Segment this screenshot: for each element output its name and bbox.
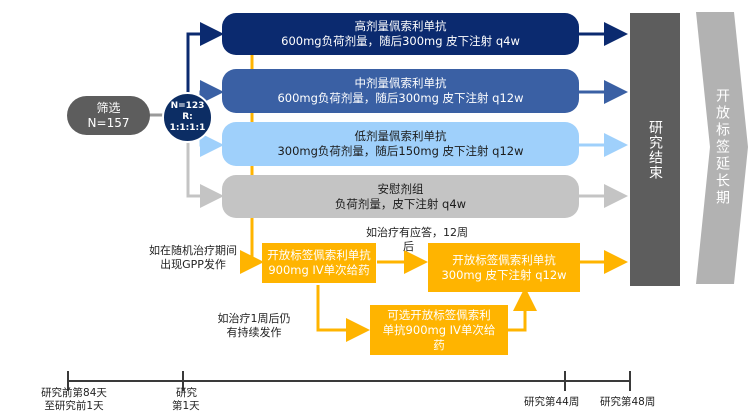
study-end-bar: 研究结束: [630, 13, 680, 286]
study-end-label: 研究结束: [647, 119, 663, 180]
arm-high-connector: [186, 22, 224, 99]
flare-condition-label: 如在随机治疗期间 出现GPP发作: [149, 244, 237, 271]
arm-high-title: 高剂量佩索利单抗: [354, 19, 447, 33]
arm-low-dose: 低剂量佩索利单抗 300mg负荷剂量，随后150mg 皮下注射 q12w: [222, 122, 579, 166]
arm-placebo-connector: [186, 131, 224, 208]
open-label-sc-title: 开放标签佩索利单抗: [452, 252, 556, 267]
randomization-n: N=123: [170, 101, 205, 111]
response-condition-label: 如治疗有应答，12周 后: [366, 226, 468, 253]
arm-high-regimen: 600mg负荷剂量，随后300mg 皮下注射 q4w: [281, 34, 520, 48]
arm-low-title: 低剂量佩索利单抗: [354, 129, 447, 143]
randomization-ratio: 1:1:1:1: [169, 123, 206, 133]
arm-high-dose: 高剂量佩索利单抗 600mg负荷剂量，随后300mg 皮下注射 q4w: [222, 13, 579, 55]
arm-low-regimen: 300mg负荷剂量，随后150mg 皮下注射 q12w: [277, 144, 524, 158]
open-label-iv-title: 开放标签佩索利单抗: [267, 248, 371, 262]
open-label-iv-box: 开放标签佩索利单抗 900mg IV单次给药: [262, 243, 376, 283]
optional-iv-line1: 可选开放标签佩索利: [387, 307, 491, 322]
timeline-label-week44: 研究第44周: [524, 396, 580, 408]
timeline-label-day1: 研究 第1天: [172, 387, 200, 412]
optional-iv-box: 可选开放标签佩索利 单抗900mg IV单次给 药: [370, 305, 508, 355]
screening-count: N=157: [87, 115, 130, 130]
optional-iv-line3: 药: [433, 337, 445, 352]
box1-to-box3: [316, 285, 370, 342]
randomization-node: N=123 R: 1:1:1:1: [162, 92, 213, 143]
extension-label: 开放标签延长期: [714, 88, 730, 207]
screening-node: 筛选 N=157: [67, 96, 150, 135]
open-label-iv-dose: 900mg IV单次给药: [268, 263, 370, 277]
timeline-label-week48: 研究第48周: [600, 396, 656, 408]
extension-label-wrap: 开放标签延长期: [705, 20, 739, 275]
timeline-label-prestudy: 研究前第84天 至研究前1天: [41, 387, 107, 412]
optional-iv-line2: 单抗900mg IV单次给: [382, 322, 496, 337]
arm-mid-dose: 中剂量佩索利单抗 600mg负荷剂量，随后300mg 皮下注射 q12w: [222, 69, 579, 113]
open-label-sc-box: 开放标签佩索利单抗 300mg 皮下注射 q12w: [428, 243, 580, 292]
arm-placebo-title: 安慰剂组: [377, 181, 424, 196]
arm-placebo: 安慰剂组 负荷剂量，皮下注射 q4w: [222, 175, 579, 218]
arm-placebo-regimen: 负荷剂量，皮下注射 q4w: [334, 196, 467, 211]
screening-label: 筛选: [96, 100, 121, 115]
box3-to-box2: [508, 287, 537, 332]
persistent-condition-label: 如治疗1周后仍 有持续发作: [217, 312, 291, 339]
extension-chevron: [696, 12, 748, 284]
open-label-sc-dose: 300mg 皮下注射 q12w: [441, 267, 567, 282]
arm-mid-regimen: 600mg负荷剂量，随后300mg 皮下注射 q12w: [277, 91, 524, 105]
arm-mid-title: 中剂量佩索利单抗: [354, 76, 447, 90]
randomization-r: R:: [182, 112, 193, 122]
